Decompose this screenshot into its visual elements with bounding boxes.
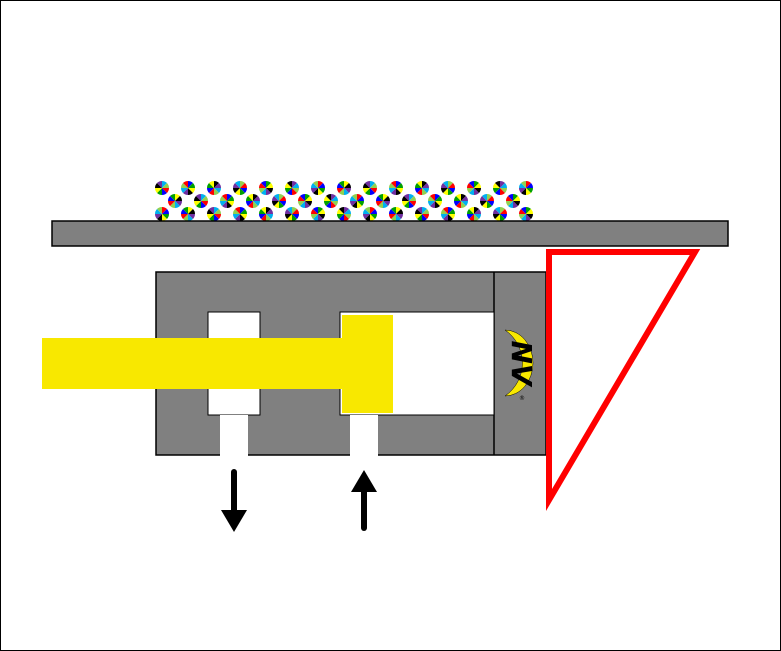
particle: [350, 194, 364, 208]
particle: [506, 194, 520, 208]
particle: [337, 181, 351, 195]
particle: [493, 207, 507, 222]
piston-rod: [42, 338, 352, 389]
arrow-up-icon: [351, 470, 377, 531]
particle: [220, 194, 234, 208]
particle: [284, 181, 299, 195]
particle: [259, 181, 273, 195]
particle-layer: [155, 181, 533, 222]
particle: [168, 194, 183, 208]
arrow-down-icon: [221, 469, 247, 532]
plate: [51, 220, 729, 247]
piston-head: [342, 315, 393, 413]
particle: [155, 207, 169, 222]
particle: [298, 194, 312, 208]
particle: [233, 207, 247, 222]
port-exhaust: [220, 415, 248, 460]
particle: [389, 207, 403, 222]
particle: [272, 194, 286, 208]
particle: [259, 207, 273, 222]
particle: [363, 181, 377, 195]
particle: [415, 181, 429, 195]
red-triangle: [546, 249, 701, 512]
particle: [467, 181, 481, 195]
particle: [415, 207, 429, 222]
logo-registered-mark: ®: [519, 395, 525, 402]
particle: [155, 181, 169, 195]
particle: [337, 207, 351, 222]
logo-text: NV: [505, 340, 538, 387]
particle: [311, 181, 325, 195]
particle: [519, 181, 533, 195]
particle: [284, 207, 299, 222]
particle: [233, 181, 247, 195]
particle: [519, 207, 533, 222]
particle: [181, 207, 195, 222]
particle: [493, 181, 507, 195]
particle: [324, 194, 338, 208]
particle: [246, 194, 260, 208]
particle: [207, 207, 222, 222]
particle: [389, 181, 403, 195]
particle: [467, 207, 481, 222]
particle: [181, 181, 195, 195]
particle: [441, 207, 455, 222]
particle: [207, 181, 222, 195]
particle: [441, 181, 455, 195]
particle: [194, 194, 208, 208]
particle: [376, 194, 390, 208]
particle: [311, 207, 325, 222]
logo: NV ®: [504, 329, 538, 402]
particle: [480, 194, 494, 208]
particle: [402, 194, 416, 208]
particle: [454, 194, 468, 208]
particle: [363, 207, 377, 222]
particle: [428, 194, 442, 208]
port-supply: [350, 415, 378, 460]
